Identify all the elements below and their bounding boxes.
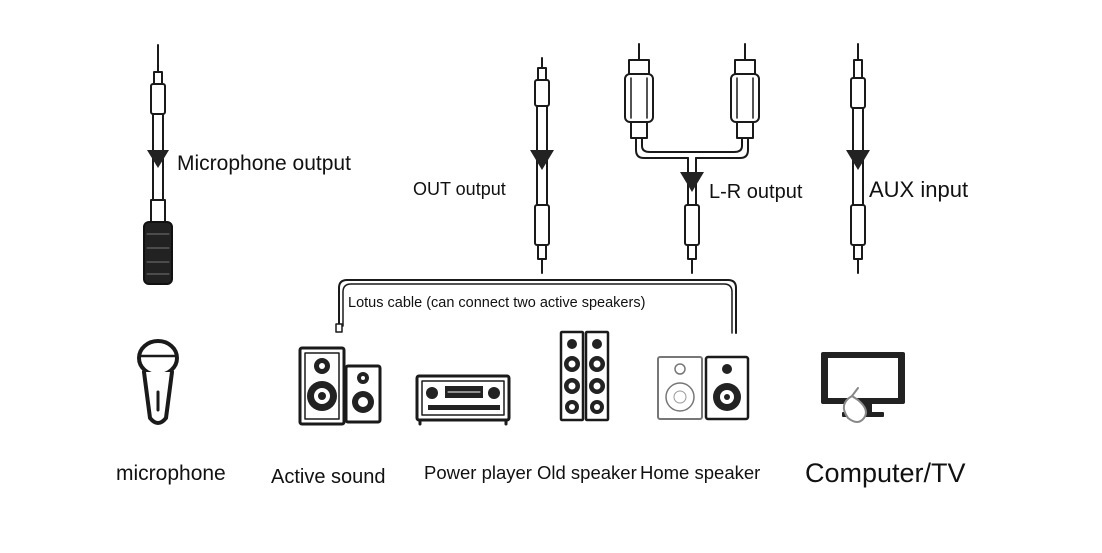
active-sound-label: Active sound xyxy=(271,466,386,488)
computer-tv-label: Computer/TV xyxy=(805,458,966,488)
old-speaker-icon xyxy=(559,330,610,422)
power-player-icon xyxy=(415,374,511,426)
microphone-label: microphone xyxy=(116,462,226,485)
out-output-label: OUT output xyxy=(413,179,506,199)
lr-output-cable xyxy=(624,43,760,274)
lotus-cable-bracket xyxy=(335,279,737,334)
aux-input-cable xyxy=(846,43,870,274)
home-speaker-icon xyxy=(657,355,750,421)
aux-input-label: AUX input xyxy=(869,177,969,202)
active-speaker-icon xyxy=(298,346,382,426)
out-output-cable xyxy=(530,57,554,274)
lr-output-label: L-R output xyxy=(709,181,803,203)
microphone-output-label: Microphone output xyxy=(177,152,351,175)
lotus-cable-label: Lotus cable (can connect two active spea… xyxy=(348,295,646,311)
home-speaker-label: Home speaker xyxy=(640,462,761,483)
microphone-icon xyxy=(137,339,179,425)
computer-tv-icon xyxy=(821,352,905,423)
old-speaker-label: Old speaker xyxy=(537,462,637,483)
microphone-output-cable xyxy=(143,44,173,285)
power-player-label: Power player xyxy=(424,462,532,483)
